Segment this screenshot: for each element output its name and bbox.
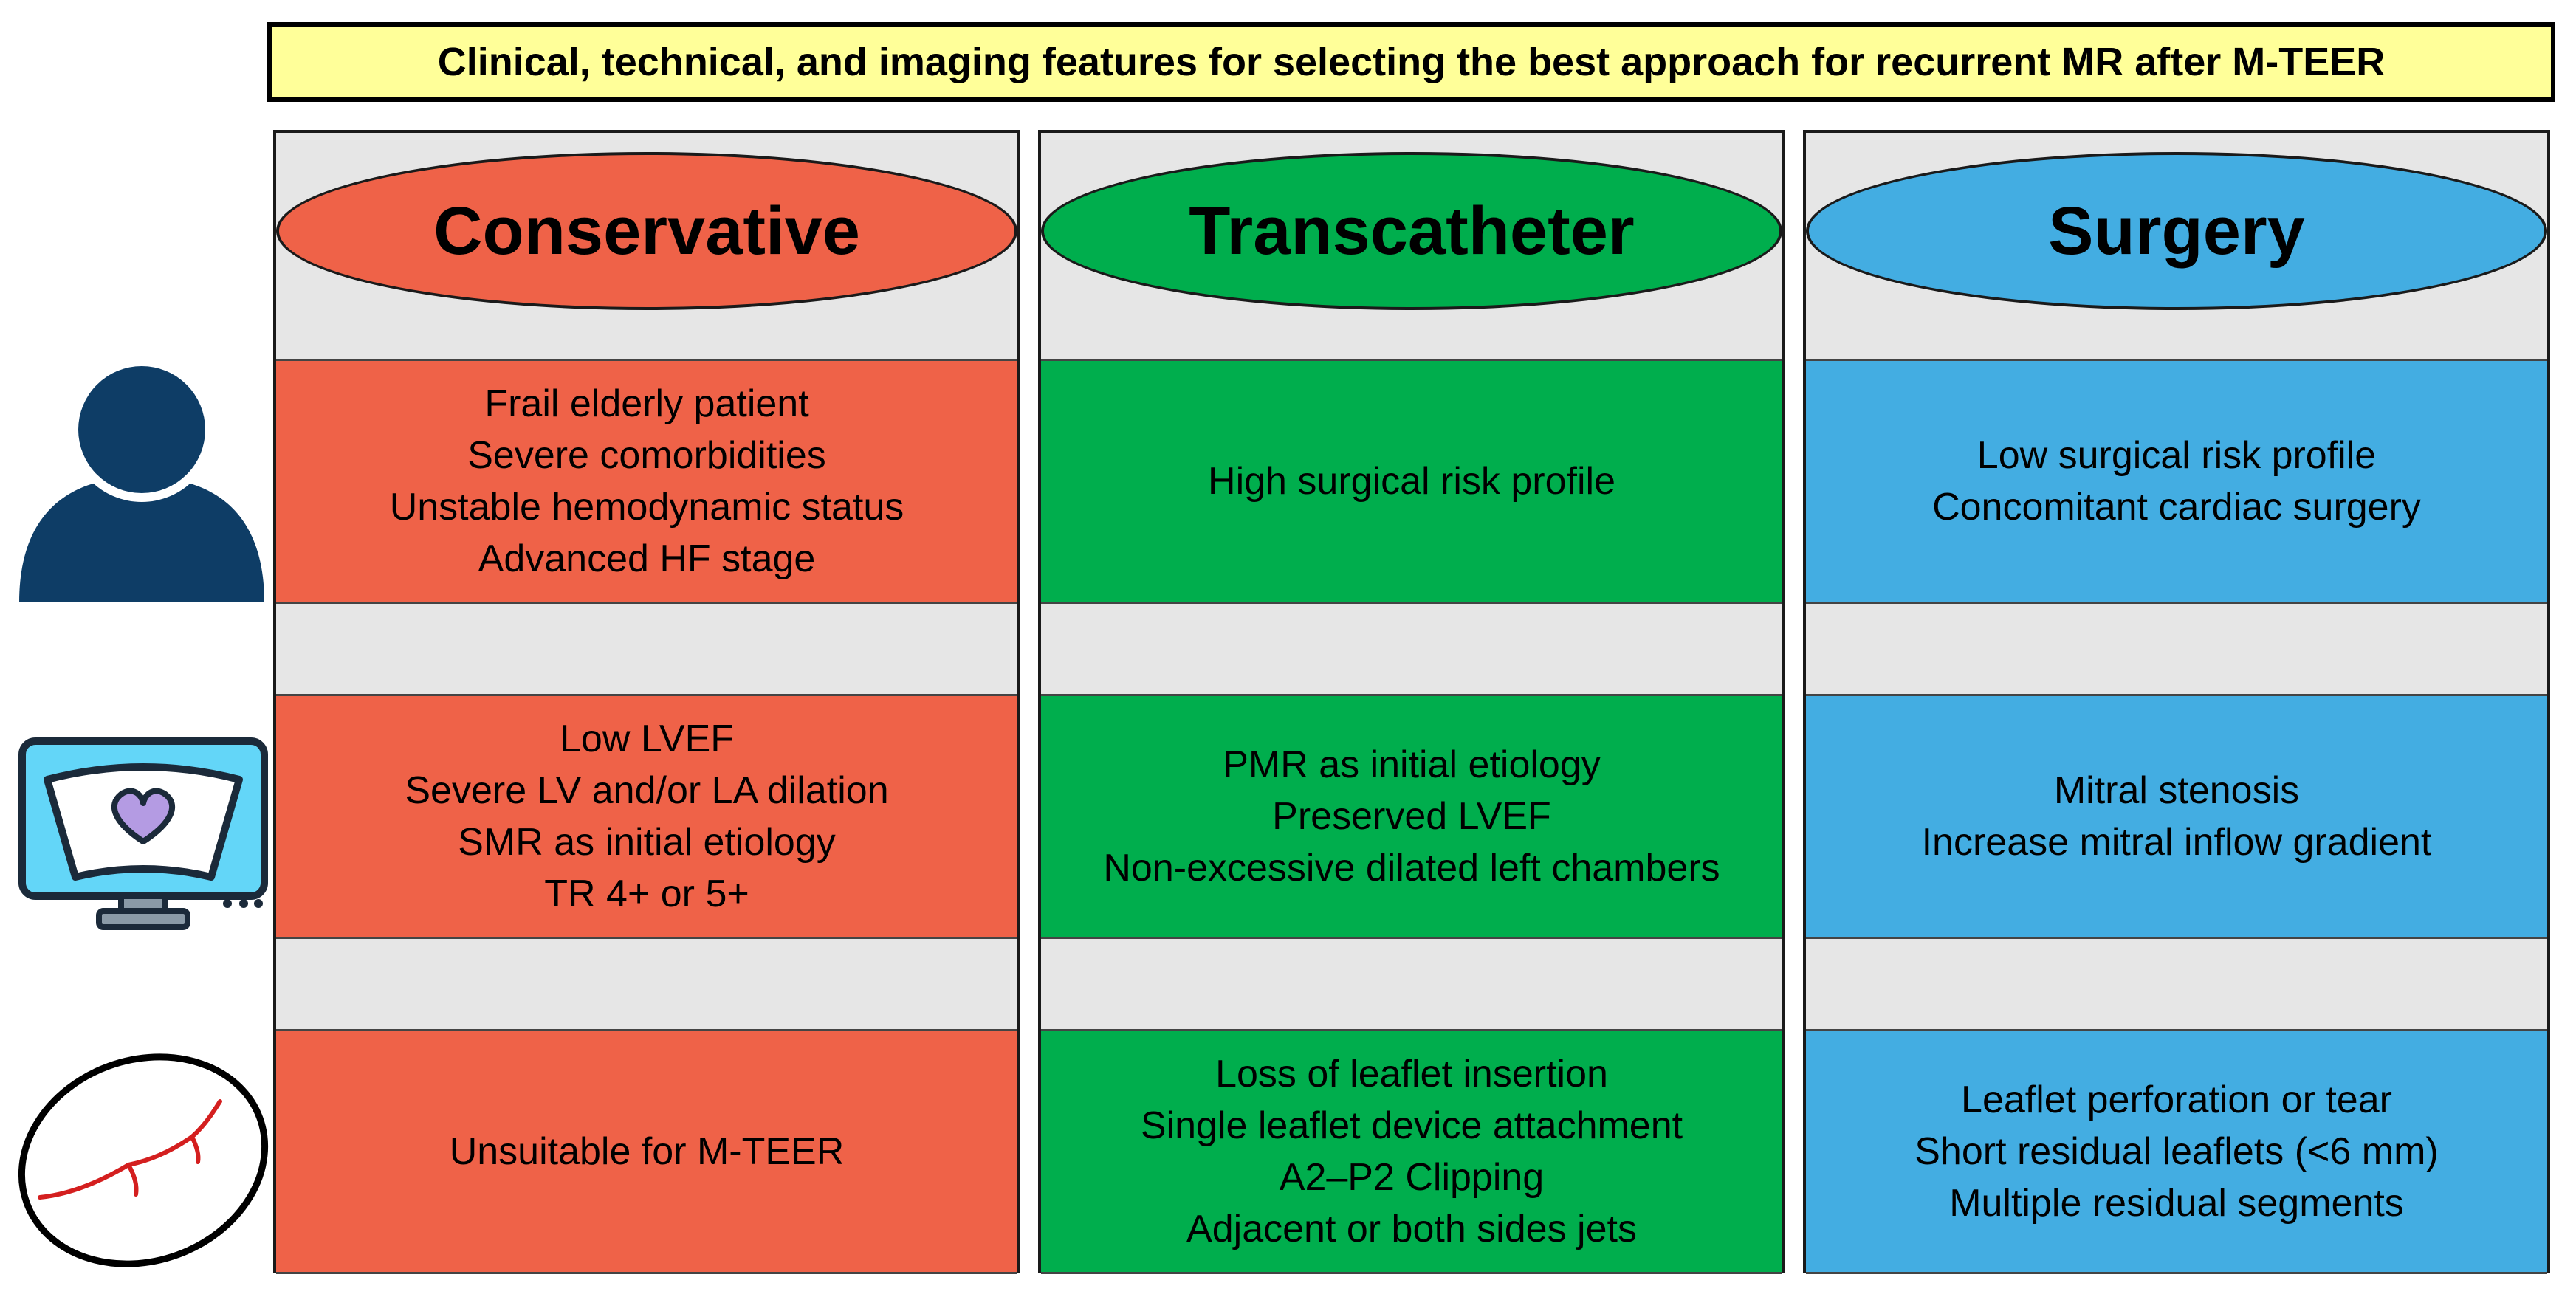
cell-line: Low LVEF — [559, 718, 735, 760]
cell-line: Short residual leaflets (<6 mm) — [1914, 1130, 2439, 1173]
column-surgery: Surgery Low surgical risk profile Concom… — [1803, 130, 2550, 1274]
echo-monitor-icon — [18, 737, 268, 930]
cell-line: Increase mitral inflow gradient — [1921, 821, 2432, 864]
cell-line: Low surgical risk profile — [1976, 434, 2377, 477]
cell-surgery-technical: Leaflet perforation or tear Short residu… — [1806, 1029, 2547, 1274]
cell-transcatheter-clinical: High surgical risk profile — [1041, 359, 1782, 604]
cell-line: TR 4+ or 5+ — [544, 873, 749, 915]
cell-line: Frail elderly patient — [484, 382, 809, 425]
cell-line: Severe comorbidities — [467, 434, 826, 477]
cell-line: Advanced HF stage — [478, 537, 816, 580]
cell-line: SMR as initial etiology — [458, 821, 836, 864]
cell-line: PMR as initial etiology — [1223, 743, 1601, 786]
header-label: Conservative — [433, 193, 860, 269]
cell-line: Unsuitable for M-TEER — [449, 1130, 845, 1173]
cell-line: Mitral stenosis — [2053, 769, 2300, 812]
column-transcatheter: Transcatheter High surgical risk profile… — [1038, 130, 1785, 1274]
cell-line: Severe LV and/or LA dilation — [405, 769, 889, 812]
cell-line: A2–P2 Clipping — [1279, 1156, 1545, 1199]
cell-line: Loss of leaflet insertion — [1215, 1053, 1608, 1095]
cell-line: Single leaflet device attachment — [1140, 1104, 1683, 1147]
cell-line: Multiple residual segments — [1949, 1182, 2404, 1225]
cell-line: Non-excessive dilated left chambers — [1103, 847, 1720, 890]
cell-transcatheter-technical: Loss of leaflet insertion Single leaflet… — [1041, 1029, 1782, 1274]
diagram-title: Clinical, technical, and imaging feature… — [267, 22, 2555, 102]
header-transcatheter: Transcatheter — [1041, 152, 1782, 310]
patient-icon — [19, 359, 264, 602]
cell-conservative-clinical: Frail elderly patient Severe comorbiditi… — [276, 359, 1017, 604]
header-conservative: Conservative — [276, 152, 1017, 310]
cell-line: Concomitant cardiac surgery — [1932, 486, 2421, 529]
cell-line: High surgical risk profile — [1208, 460, 1615, 503]
column-conservative: Conservative Frail elderly patient Sever… — [273, 130, 1020, 1274]
cell-surgery-imaging: Mitral stenosis Increase mitral inflow g… — [1806, 694, 2547, 939]
mitral-leaflet-icon — [18, 1053, 269, 1267]
header-surgery: Surgery — [1806, 152, 2547, 310]
cell-line: Unstable hemodynamic status — [389, 486, 904, 529]
cell-conservative-technical: Unsuitable for M-TEER — [276, 1029, 1017, 1274]
cell-line: Adjacent or both sides jets — [1186, 1208, 1637, 1250]
cell-conservative-imaging: Low LVEF Severe LV and/or LA dilation SM… — [276, 694, 1017, 939]
cell-transcatheter-imaging: PMR as initial etiology Preserved LVEF N… — [1041, 694, 1782, 939]
cell-surgery-clinical: Low surgical risk profile Concomitant ca… — [1806, 359, 2547, 604]
cell-line: Preserved LVEF — [1272, 795, 1551, 838]
header-label: Transcatheter — [1189, 193, 1635, 269]
header-label: Surgery — [2048, 193, 2305, 269]
cell-line: Leaflet perforation or tear — [1961, 1078, 2392, 1121]
diagram-title-text: Clinical, technical, and imaging feature… — [437, 40, 2386, 84]
